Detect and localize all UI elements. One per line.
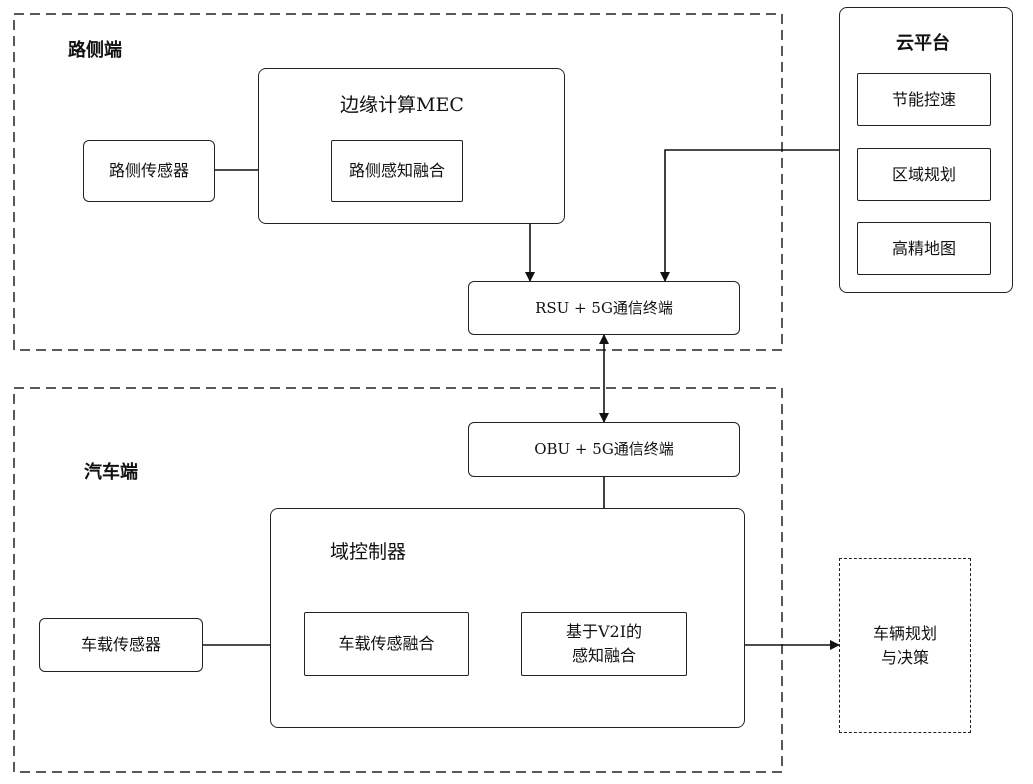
v2i-fusion-box: 基于V2I的 感知融合 <box>521 612 687 676</box>
vehicle-decision-box: 车辆规划 与决策 <box>839 558 971 733</box>
mec-label: 边缘计算MEC <box>340 94 464 116</box>
obu-terminal-box: OBU + 5G通信终端 <box>468 422 740 477</box>
roadside-fusion-box: 路侧感知融合 <box>331 140 463 202</box>
cloud-platform-title: 云平台 <box>896 33 950 54</box>
cloud-item-energy-speed: 节能控速 <box>857 73 991 126</box>
vehicle-sensor-fusion-box: 车载传感融合 <box>304 612 469 676</box>
vehicle-sensor-box: 车载传感器 <box>39 618 203 672</box>
roadside-sensor-box: 路侧传感器 <box>83 140 215 202</box>
roadside-group-border <box>13 13 783 351</box>
cloud-item-hd-map: 高精地图 <box>857 222 991 275</box>
vehicle-group-label: 汽车端 <box>84 462 138 483</box>
roadside-group-label: 路侧端 <box>68 40 122 61</box>
rsu-terminal-box: RSU + 5G通信终端 <box>468 281 740 335</box>
arrow-cloud-to-rsu <box>660 149 839 282</box>
cloud-item-region-planning: 区域规划 <box>857 148 991 201</box>
vehicle-group-border <box>13 387 783 773</box>
domain-controller-label: 域控制器 <box>330 541 407 563</box>
